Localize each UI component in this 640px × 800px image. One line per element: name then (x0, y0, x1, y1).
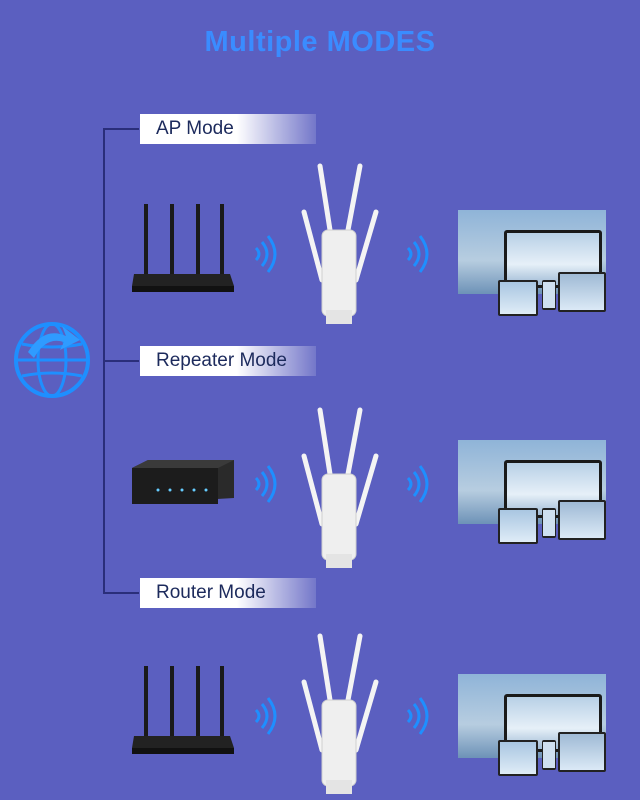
outdoor-ap-icon (301, 633, 379, 794)
monitor-icon (558, 732, 606, 772)
globe-icon (14, 322, 90, 398)
wifi-signal-icon (406, 697, 429, 735)
tablet-icon (498, 280, 538, 316)
page-title: Multiple MODES (204, 26, 436, 58)
client-devices (458, 440, 608, 550)
wifi-signal-icon (254, 465, 277, 503)
tablet-icon (498, 740, 538, 776)
monitor-icon (558, 500, 606, 540)
client-devices (458, 210, 608, 320)
outdoor-ap-icon (301, 407, 379, 568)
mode-label-ap: AP Mode (140, 114, 316, 144)
phone-icon (542, 508, 556, 538)
wifi-signal-icon (406, 465, 429, 503)
outdoor-ap-icon (301, 163, 379, 324)
wifi-signal-icon (254, 697, 277, 735)
switch-icon (132, 460, 234, 504)
connector-branch-ap (103, 128, 139, 130)
wifi-signal-icon (406, 235, 429, 273)
phone-icon (542, 280, 556, 310)
connector-branch-repeater (103, 360, 139, 362)
router-icon (132, 666, 234, 754)
wifi-signal-icon (254, 235, 277, 273)
mode-label-repeater: Repeater Mode (140, 346, 316, 376)
mode-label-router: Router Mode (140, 578, 316, 608)
monitor-icon (558, 272, 606, 312)
client-devices (458, 674, 608, 784)
phone-icon (542, 740, 556, 770)
router-icon (132, 204, 234, 292)
connector-branch-router (103, 592, 139, 594)
tablet-icon (498, 508, 538, 544)
